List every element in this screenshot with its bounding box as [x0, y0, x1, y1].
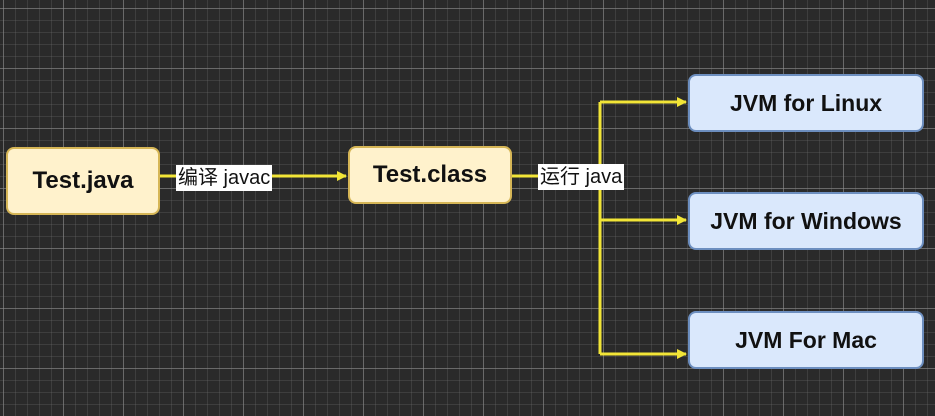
jvm-linux-node[interactable]: JVM for Linux	[688, 74, 924, 132]
test-java-node[interactable]: Test.java	[6, 147, 160, 215]
jvm-mac-node[interactable]: JVM For Mac	[688, 311, 924, 369]
test-class-label: Test.class	[372, 161, 488, 188]
run-edge-label: 运行 java	[538, 164, 625, 190]
jvm-windows-label: JVM for Windows	[710, 207, 902, 234]
compile-edge-label: 编译 javac	[176, 165, 273, 191]
test-class-node[interactable]: Test.class	[348, 146, 512, 204]
jvm-linux-label: JVM for Linux	[729, 89, 883, 116]
jvm-mac-label: JVM For Mac	[735, 326, 877, 353]
test-java-label: Test.java	[32, 167, 134, 194]
jvm-windows-node[interactable]: JVM for Windows	[688, 192, 924, 250]
